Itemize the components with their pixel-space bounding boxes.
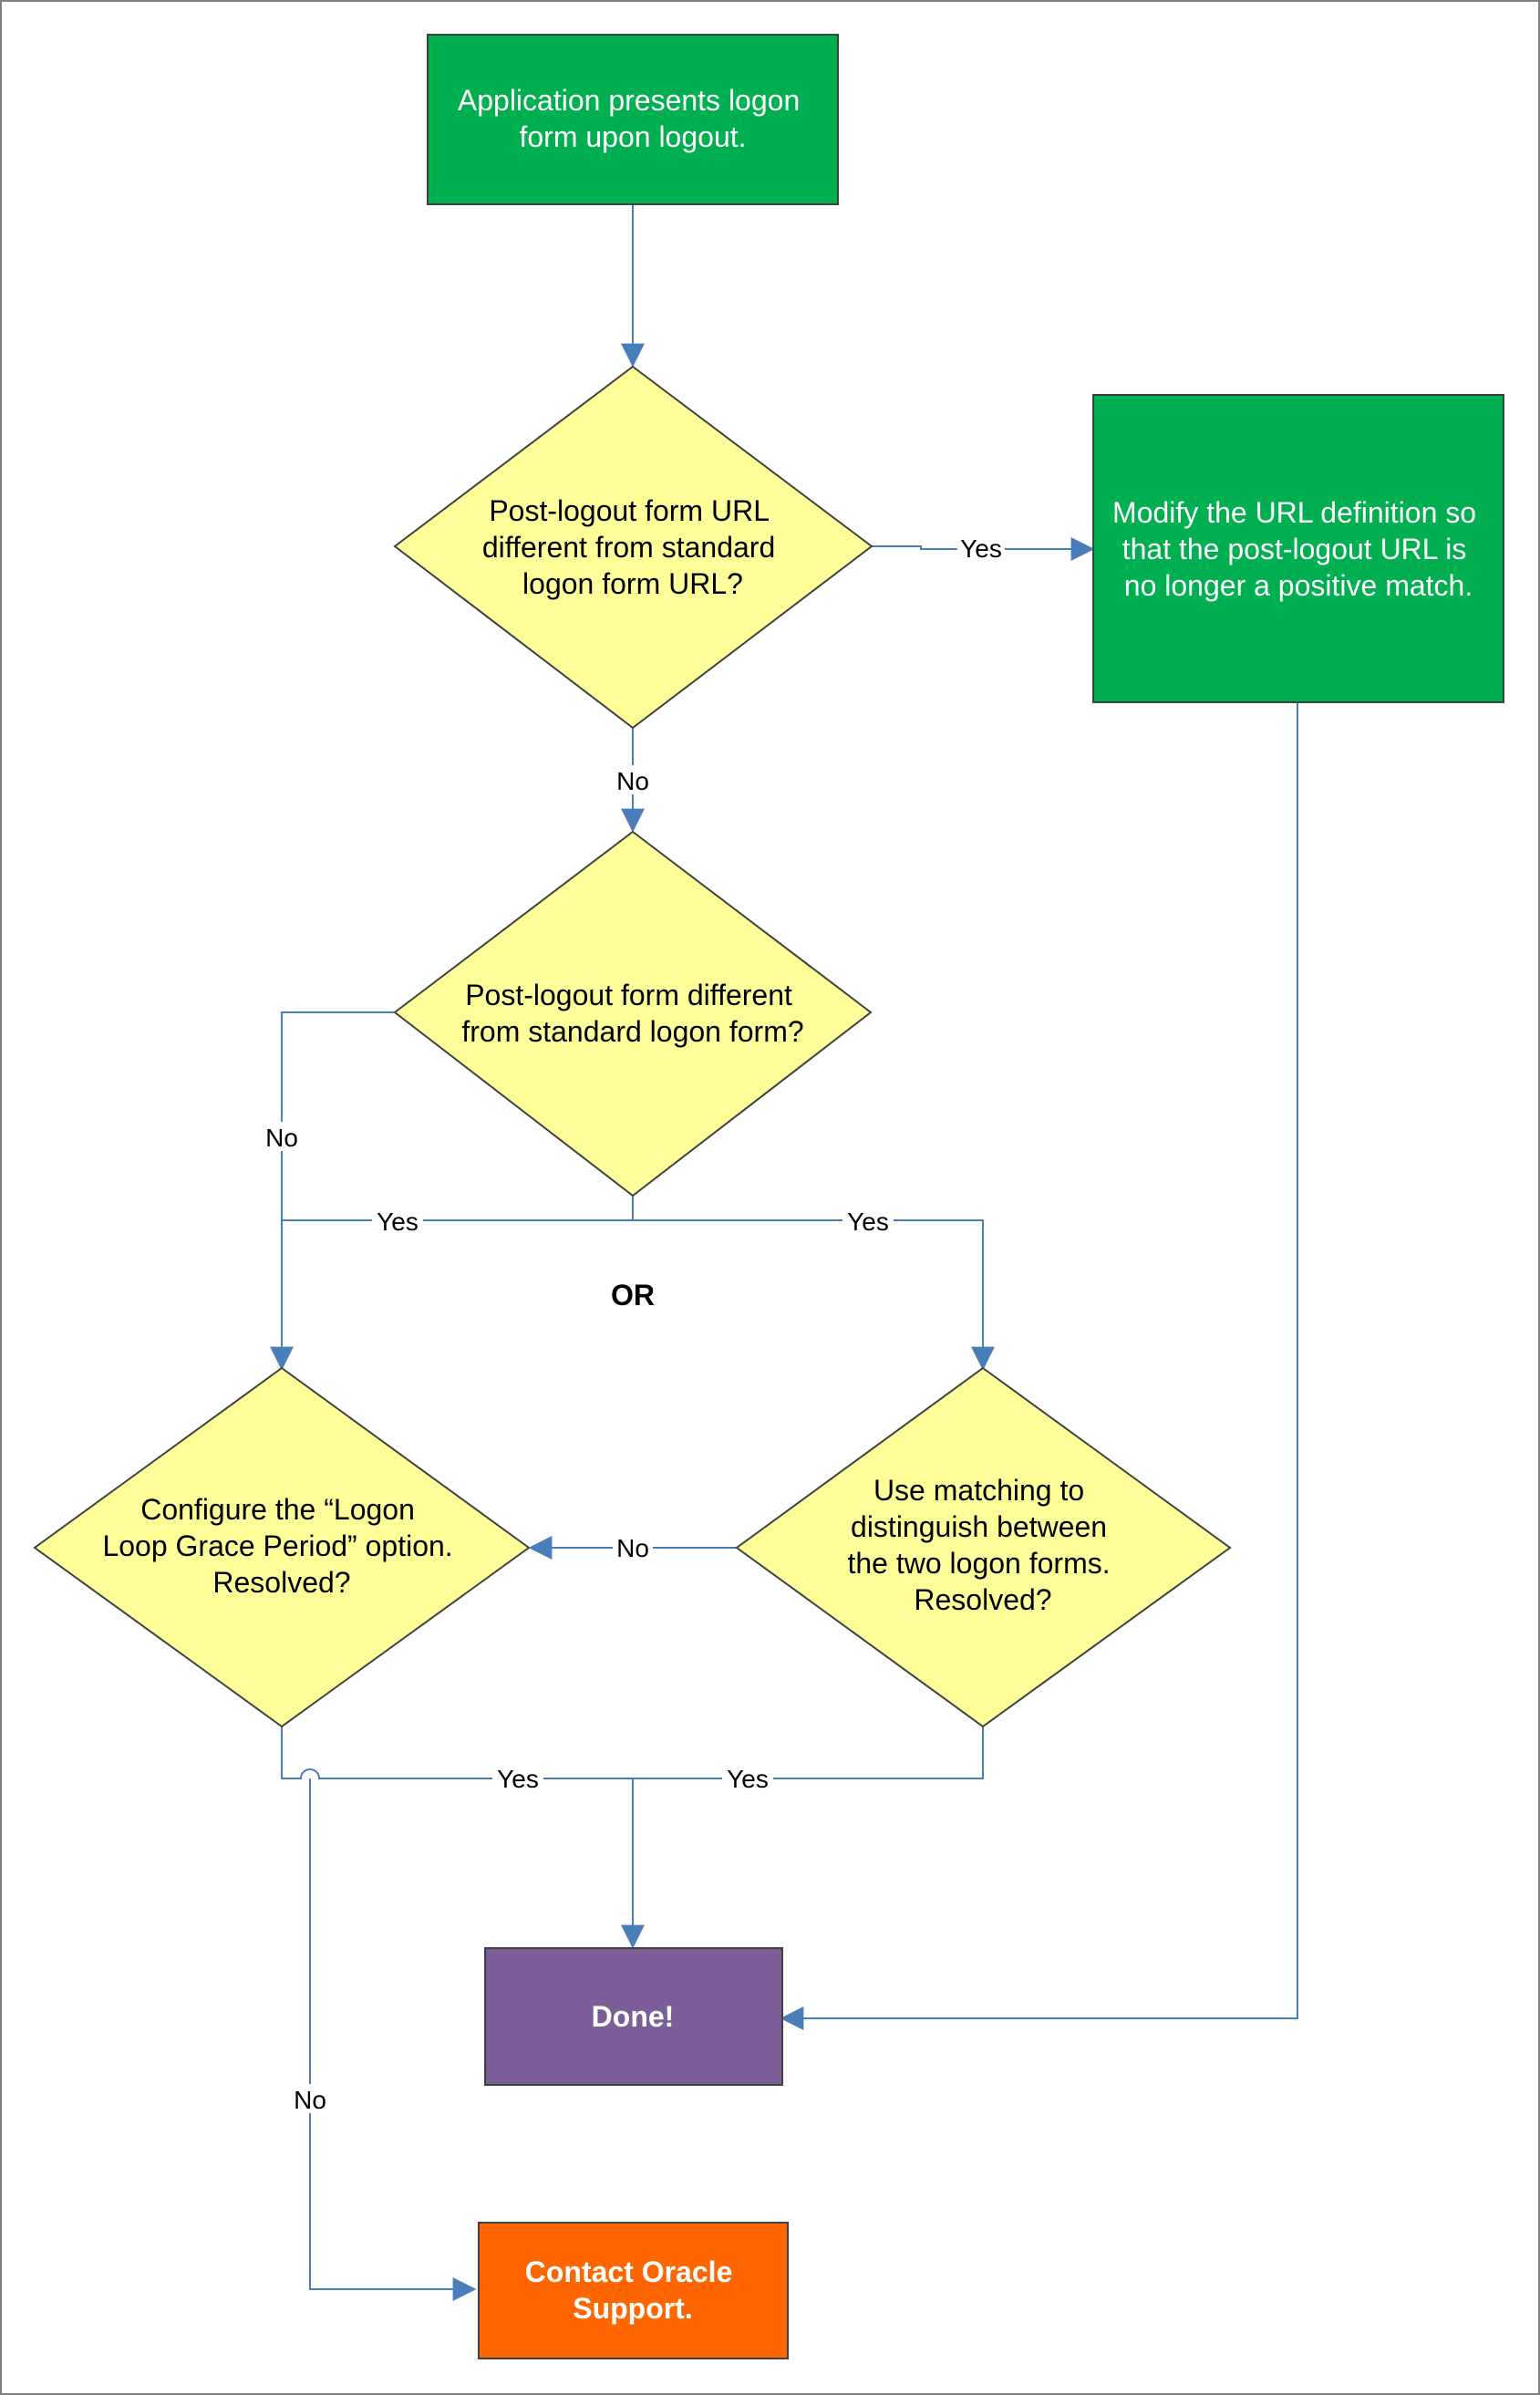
done-box (484, 1947, 783, 2086)
configure-grace-text: Configure the “Logon Loop Grace Period” … (102, 1493, 460, 1599)
label-yes-right: Yes (847, 1208, 889, 1236)
label-yes-url: Yes (960, 534, 1002, 563)
label-bg (722, 1764, 773, 1793)
configure-grace-diamond (33, 1366, 531, 1728)
label-no-form: No (265, 1124, 298, 1152)
connector-decision-form-no-to-configure (270, 1011, 394, 1371)
modify-url-box (1092, 394, 1504, 703)
decision-form-text: Post-logout form different from standard… (461, 979, 803, 1048)
edge-labels: Yes No No Yes Yes OR No Yes Yes No (262, 533, 1005, 2114)
label-bg (262, 1122, 302, 1151)
label-bg (842, 1206, 894, 1235)
connectors (270, 205, 1298, 2301)
label-no-grace: No (294, 2086, 326, 2114)
label-no-matching: No (616, 1534, 649, 1562)
start-text: Application presents logon form upon log… (458, 84, 808, 153)
connector-yes-merge (281, 1726, 984, 1779)
connector-decision-form-yes-right (633, 1219, 995, 1371)
label-yes-matching: Yes (727, 1765, 769, 1793)
use-matching-diamond (735, 1366, 1232, 1728)
done-text: Done! (592, 2000, 675, 2033)
use-matching-text: Use matching to distinguish between the … (847, 1474, 1118, 1616)
label-yes-grace: Yes (497, 1765, 539, 1793)
label-bg (613, 1533, 653, 1562)
connector-modify-to-done (780, 702, 1298, 2030)
connector-grace-no-to-support (309, 1778, 477, 2301)
label-or: OR (611, 1279, 655, 1312)
decision-url-text: Post-logout form URL different from stan… (482, 494, 783, 600)
node-modify-url: Modify the URL definition so that the po… (1092, 394, 1504, 703)
label-bg (613, 765, 653, 794)
modify-url-text: Modify the URL definition so that the po… (1112, 496, 1484, 602)
label-bg (288, 2084, 332, 2113)
decision-url-diamond (393, 365, 873, 730)
node-decision-url: Post-logout form URL different from stan… (393, 365, 873, 730)
label-no-url: No (616, 767, 649, 795)
node-done: Done! (484, 1947, 783, 2086)
node-use-matching: Use matching to distinguish between the … (735, 1366, 1232, 1728)
label-bg (957, 533, 1005, 562)
label-yes-left: Yes (377, 1208, 419, 1236)
decision-form-diamond (393, 830, 873, 1198)
start-box (427, 34, 839, 205)
node-start: Application presents logon form upon log… (427, 34, 839, 205)
label-bg (372, 1206, 423, 1235)
node-configure-grace: Configure the “Logon Loop Grace Period” … (33, 1366, 531, 1728)
connector-decision-url-to-modify (871, 537, 1095, 561)
label-bg (492, 1764, 543, 1793)
contact-support-box (478, 2222, 789, 2359)
node-contact-support: Contact Oracle Support. (478, 2222, 789, 2359)
contact-support-text: Contact Oracle Support. (525, 2255, 741, 2325)
node-decision-form: Post-logout form different from standard… (393, 830, 873, 1198)
